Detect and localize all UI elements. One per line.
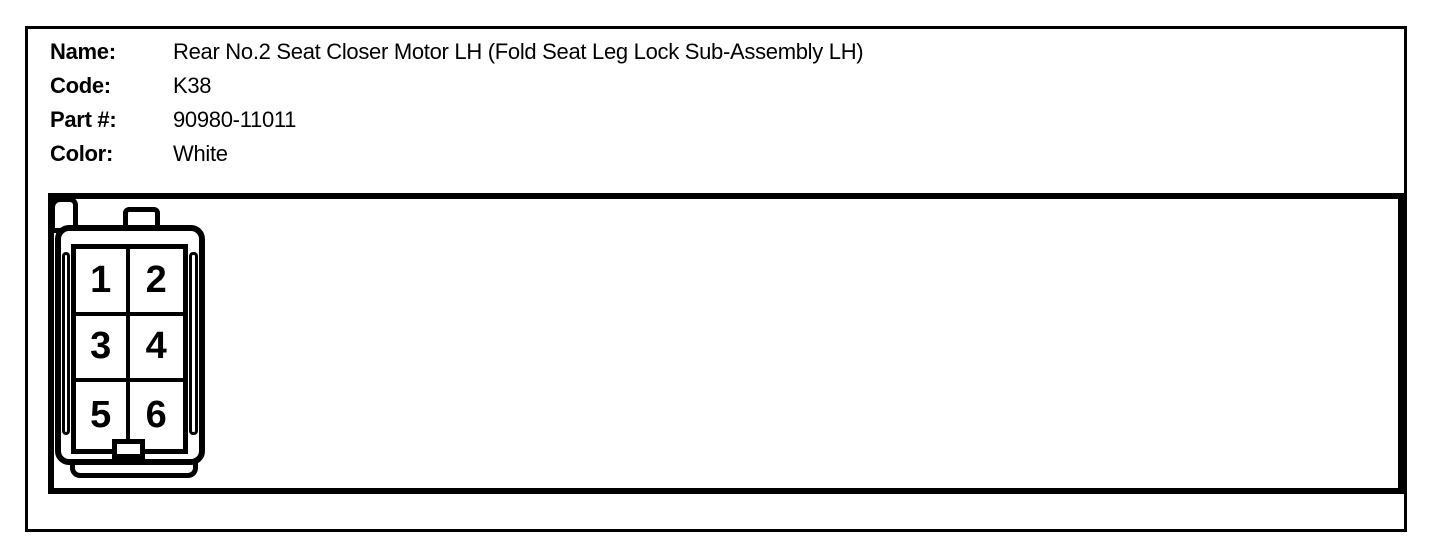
connector-slot-right — [189, 252, 198, 435]
page-frame: Name: Rear No.2 Seat Closer Motor LH (Fo… — [25, 26, 1407, 532]
color-value: White — [173, 141, 228, 166]
pin-6: 6 — [145, 394, 167, 437]
name-value: Rear No.2 Seat Closer Motor LH (Fold Sea… — [173, 39, 864, 64]
field-row-name: Name: Rear No.2 Seat Closer Motor LH (Fo… — [50, 35, 864, 69]
pin-4: 4 — [129, 316, 183, 383]
pin-grid: 1 2 3 4 5 6 — [71, 244, 188, 454]
pin-3: 3 — [76, 315, 130, 383]
name-label: Name: — [50, 39, 116, 64]
field-row-color: Color: White — [50, 137, 863, 171]
color-label: Color: — [50, 141, 113, 166]
connector-diagram-box: 1 2 3 4 5 6 — [48, 193, 1404, 494]
field-row-part-number: Part #: 90980-11011 — [50, 103, 863, 137]
connector-notch — [112, 439, 145, 459]
pin-5: 5 — [76, 382, 130, 449]
field-row-code: Code: K38 — [50, 69, 863, 103]
code-value: K38 — [173, 73, 212, 98]
connector-header: Name: Rear No.2 Seat Closer Motor LH (Fo… — [50, 35, 864, 171]
connector-slot-left — [62, 252, 70, 435]
code-label: Code: — [50, 73, 111, 98]
pin-1: 1 — [76, 249, 130, 316]
pin-2: 2 — [129, 249, 183, 316]
part-number-label: Part #: — [50, 107, 117, 132]
part-number-value: 90980-11011 — [173, 107, 297, 132]
